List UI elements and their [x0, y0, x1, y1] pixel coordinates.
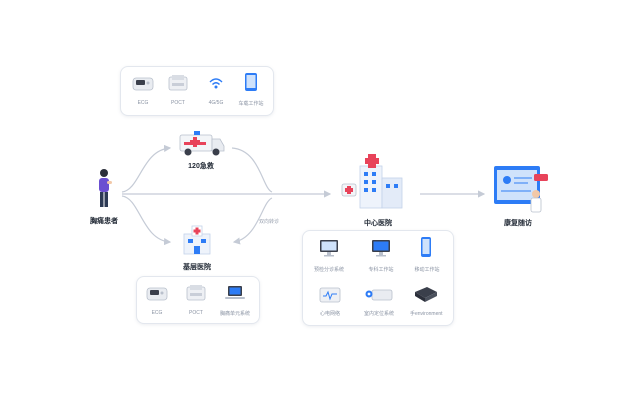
central-hospital-icon — [341, 154, 403, 209]
ecg-machine-icon — [146, 287, 168, 301]
central-hospital-label: 中心医院 — [364, 220, 392, 227]
patient-label: 胸痛患者 — [90, 218, 118, 225]
tablet-workstation-icon — [245, 73, 257, 91]
ecg-network-icon — [319, 287, 341, 303]
poct-analyzer-icon — [186, 285, 206, 301]
central-device-label-5: 手environment — [410, 311, 443, 317]
specialist-monitor-icon — [372, 240, 390, 257]
referral-label: 双向转诊 — [259, 219, 280, 225]
ambulance-device-label-0: ECG — [137, 100, 149, 106]
mobile-workstation-icon — [421, 237, 431, 257]
triage-monitor-icon — [320, 240, 338, 257]
ambulance-icon — [179, 131, 225, 156]
ambulance-device-label-1: POCT — [171, 100, 185, 106]
community-device-label-2: 胸痛单元系统 — [219, 311, 250, 317]
community-device-label-0: ECG — [151, 310, 163, 316]
central-device-label-3: 心电网络 — [319, 311, 340, 317]
ecg-machine-icon — [132, 77, 154, 91]
ambulance-device-label-3: 车载工作站 — [238, 101, 264, 107]
central-device-label-2: 移动工作站 — [414, 267, 440, 273]
arrow-patient-to-community — [121, 195, 172, 246]
recovery-label: 康复随访 — [504, 220, 532, 227]
laptop-icon — [225, 286, 245, 299]
central-device-label-0: 预检分诊系统 — [313, 267, 344, 273]
ambulance-device-label-2: 4G/5G — [208, 100, 224, 106]
poct-analyzer-icon — [168, 75, 188, 91]
central-device-label-4: 室内定位系统 — [363, 311, 394, 317]
wireless-4g5g-icon — [209, 78, 223, 89]
indoor-positioning-icon — [365, 289, 393, 301]
community-hospital-icon — [183, 225, 211, 255]
community-hospital-label: 基层医院 — [183, 264, 211, 271]
patient-icon — [99, 169, 112, 207]
central-device-label-1: 专科工作站 — [368, 267, 394, 273]
community-device-label-1: POCT — [189, 310, 203, 316]
arrow-patient-to-ambulance — [121, 144, 172, 193]
curve-ambulance-to-center — [231, 147, 273, 193]
handheld-device-icon — [415, 287, 437, 302]
recovery-screen-icon — [494, 166, 548, 213]
arrow-referral-return — [232, 197, 273, 245]
ambulance-label: 120急救 — [188, 163, 214, 170]
